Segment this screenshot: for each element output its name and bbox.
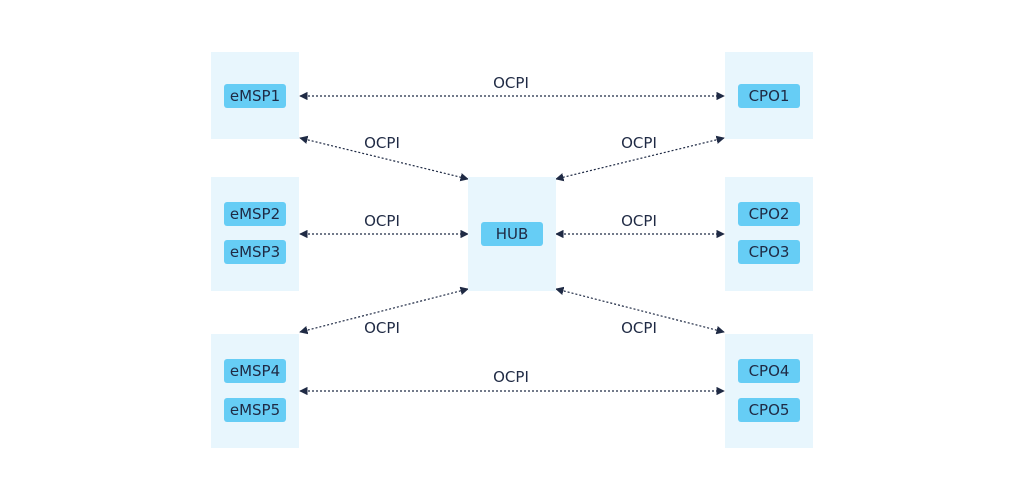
edge-label-emsp1-hub: OCPI	[364, 134, 400, 152]
edge-label-emsp45-cpo45: OCPI	[493, 368, 529, 386]
cpo23-group: CPO2 CPO3	[725, 177, 813, 291]
emsp5-node: eMSP5	[224, 398, 286, 422]
edge-label-emsp1-cpo1: OCPI	[493, 74, 529, 92]
emsp45-group: eMSP4 eMSP5	[211, 334, 299, 448]
edge-emsp45-hub	[299, 286, 469, 335]
cpo1-node: CPO1	[738, 84, 800, 108]
cpo1-group: CPO1	[725, 52, 813, 139]
emsp1-group: eMSP1	[211, 52, 299, 139]
edge-label-hub-cpo23: OCPI	[621, 212, 657, 230]
cpo5-node: CPO5	[738, 398, 800, 422]
edge-label-cpo1-hub: OCPI	[621, 134, 657, 152]
emsp3-node: eMSP3	[224, 240, 286, 264]
cpo45-group: CPO4 CPO5	[725, 334, 813, 448]
edge-label-emsp45-hub: OCPI	[364, 319, 400, 337]
cpo3-node: CPO3	[738, 240, 800, 264]
emsp2-node: eMSP2	[224, 202, 286, 226]
edge-cpo1-hub	[555, 135, 725, 182]
emsp4-node: eMSP4	[224, 359, 286, 383]
edge-label-emsp23-hub: OCPI	[364, 212, 400, 230]
cpo2-node: CPO2	[738, 202, 800, 226]
emsp1-node: eMSP1	[224, 84, 286, 108]
edge-emsp1-hub	[299, 135, 469, 182]
hub-node: HUB	[481, 222, 543, 246]
edge-hub-cpo45	[555, 286, 725, 335]
emsp23-group: eMSP2 eMSP3	[211, 177, 299, 291]
cpo4-node: CPO4	[738, 359, 800, 383]
edge-label-hub-cpo45: OCPI	[621, 319, 657, 337]
hub-group: HUB	[468, 177, 556, 291]
